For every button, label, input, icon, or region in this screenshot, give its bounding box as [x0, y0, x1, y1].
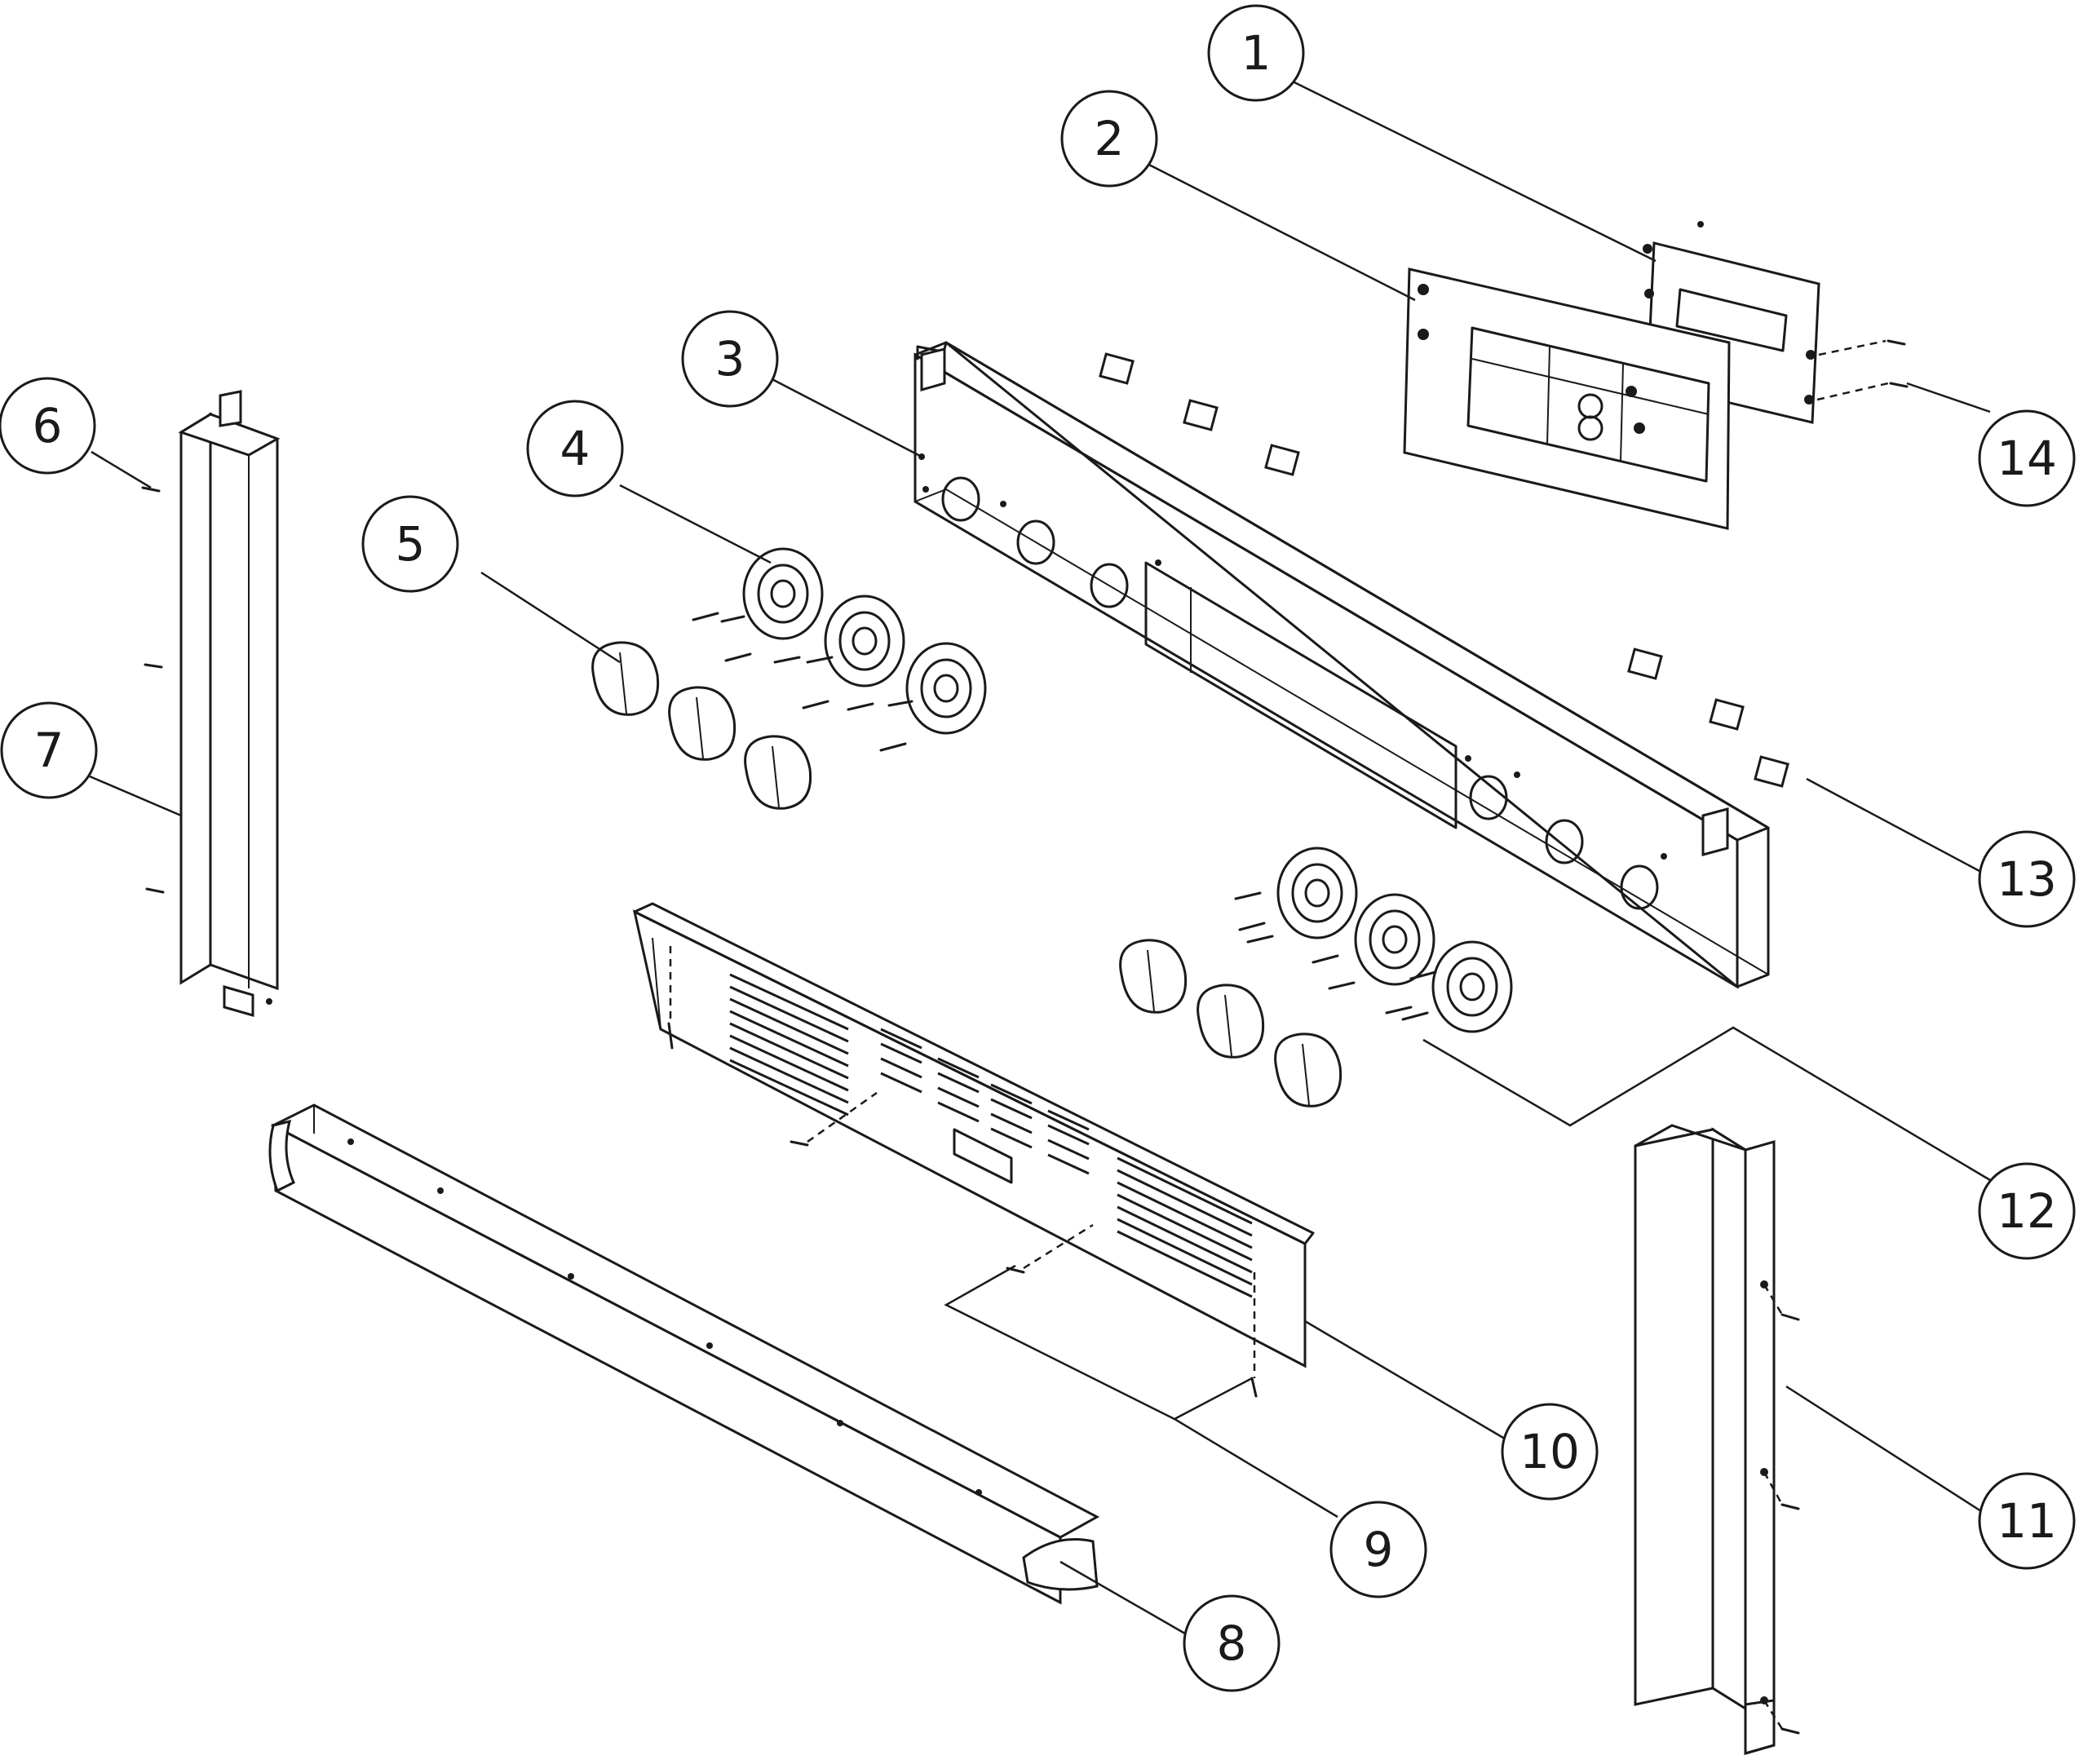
- svg-text:12: 12: [1997, 1183, 2057, 1239]
- svg-text:4: 4: [560, 421, 591, 476]
- part-3-control-panel-frame: [913, 341, 1770, 989]
- svg-text:2: 2: [1095, 111, 1125, 166]
- leader-lines: [89, 80, 1995, 1641]
- part-2-control-board: [1403, 267, 1731, 530]
- svg-text:8: 8: [1217, 1616, 1247, 1671]
- svg-text:6: 6: [33, 398, 63, 453]
- part-4-upper-bezels: [742, 547, 987, 735]
- part-13-lower-switches: [1627, 648, 1789, 788]
- svg-text:7: 7: [34, 723, 64, 778]
- callout-13: 13: [1978, 830, 2076, 928]
- svg-text:9: 9: [1364, 1522, 1394, 1577]
- callout-3: 3: [681, 310, 779, 408]
- vent-slots-mid: [880, 1028, 1090, 1175]
- callout-14: 14: [1978, 409, 2076, 507]
- callout-9: 9: [1329, 1501, 1427, 1598]
- part-11-right-side-trim: [1634, 1124, 1776, 1755]
- callout-5: 5: [361, 495, 459, 593]
- part-7-left-side-trim: [178, 390, 281, 1017]
- callout-1: 1: [1207, 4, 1305, 102]
- callout-4: 4: [526, 400, 624, 497]
- part-10-vent-panel: [632, 902, 1315, 1368]
- part-12-lower-bezels: [1234, 847, 1513, 1033]
- callout-12: 12: [1978, 1162, 2076, 1260]
- part-5-upper-knobs: [591, 641, 812, 810]
- svg-text:1: 1: [1241, 25, 1272, 81]
- svg-text:10: 10: [1519, 1424, 1580, 1479]
- upper-switches: [1099, 352, 1300, 476]
- screws-and-assembly-lines: [141, 339, 1909, 1735]
- svg-text:5: 5: [396, 516, 426, 572]
- upper-bezel-screws: [692, 612, 913, 752]
- vent-slots-right: [1117, 1156, 1253, 1298]
- callout-6: 6: [0, 377, 96, 475]
- callout-11: 11: [1978, 1472, 2076, 1570]
- callout-8: 8: [1183, 1594, 1281, 1692]
- vent-slots-left: [729, 973, 849, 1116]
- svg-text:3: 3: [715, 331, 745, 387]
- callout-2: 2: [1060, 90, 1158, 188]
- lower-knobs: [1119, 939, 1343, 1107]
- part-8-bottom-trim: [268, 1103, 1100, 1605]
- svg-text:13: 13: [1997, 851, 2057, 907]
- svg-text:14: 14: [1997, 431, 2057, 486]
- callout-10: 10: [1501, 1403, 1599, 1501]
- callout-7: 7: [0, 701, 98, 799]
- svg-text:11: 11: [1997, 1493, 2057, 1549]
